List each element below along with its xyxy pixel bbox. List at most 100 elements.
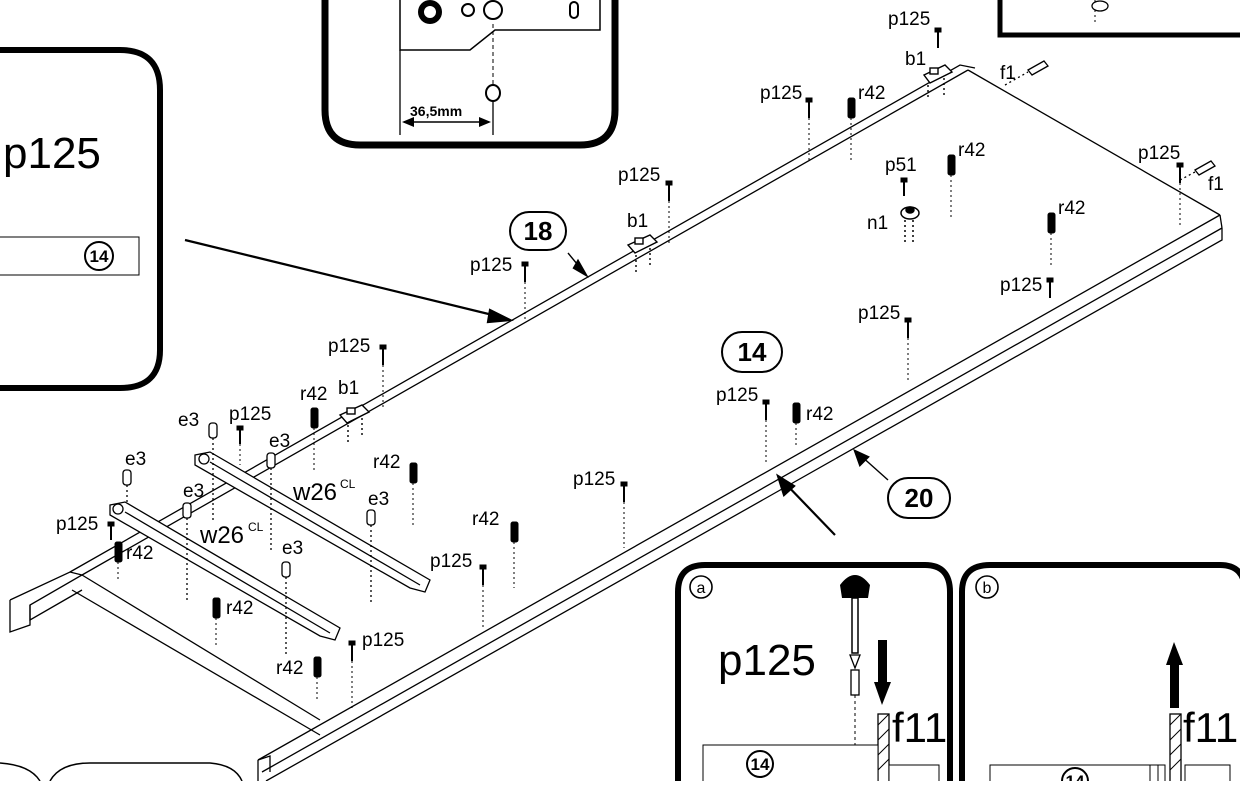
- main-panel: [9, 64, 1223, 782]
- screw-icon: [236, 425, 244, 465]
- dowel-icon: [310, 407, 319, 472]
- eccentric-icon: [122, 469, 132, 505]
- label-screw: p125: [56, 514, 98, 535]
- label-bracket: b1: [338, 378, 359, 399]
- label-screw: p125: [362, 630, 404, 651]
- label-dowel: r42: [126, 543, 153, 564]
- screw-icon: [1046, 277, 1054, 298]
- dowel-icon: [409, 462, 418, 528]
- bracket-icon: [338, 404, 371, 445]
- part-labels: p125 b1 f1 p125 r42 r42 p51 p125 f1 n1 r…: [56, 9, 1224, 679]
- dowel-icon: [212, 597, 221, 645]
- eccentrics: [122, 422, 376, 655]
- dowel-icon: [847, 97, 856, 160]
- label-runner-sup: CL: [248, 520, 264, 534]
- dowels: [114, 97, 1056, 700]
- pin-icon: [1179, 160, 1216, 181]
- label-pin: f1: [1208, 174, 1224, 195]
- label-screw: p125: [573, 469, 615, 490]
- panel-number-side-left: 18: [509, 211, 567, 251]
- runner-icon: [109, 501, 341, 641]
- brackets: [338, 64, 954, 445]
- eccentric-icon: [281, 561, 291, 655]
- pins: [1004, 60, 1216, 181]
- bracket-icon: [922, 64, 954, 100]
- label-screw: p125: [328, 336, 370, 357]
- panel-callouts: 18 14 20: [509, 211, 951, 519]
- label-dowel: r42: [958, 140, 985, 161]
- label-pin: f1: [1000, 63, 1016, 84]
- svg-text:20: 20: [905, 483, 934, 513]
- eccentric-icon: [266, 452, 276, 550]
- dowel-icon: [1047, 212, 1056, 265]
- label-dowel: r42: [373, 452, 400, 473]
- label-screw: p125: [618, 165, 660, 186]
- label-eccentric: e3: [282, 538, 303, 559]
- label-screw: p125: [760, 83, 802, 104]
- bottom-left-bubbles: [0, 762, 243, 782]
- svg-text:14: 14: [738, 337, 767, 367]
- screw-icon: [348, 640, 356, 708]
- dowel-icon: [792, 402, 801, 448]
- label-eccentric: e3: [183, 481, 204, 502]
- dowel-icon: [947, 154, 956, 218]
- screws: [107, 27, 1184, 708]
- label-dowel: r42: [472, 509, 499, 530]
- label-nut: n1: [867, 213, 888, 234]
- label-screw: p125: [229, 404, 271, 425]
- label-eccentric: e3: [269, 431, 290, 452]
- screw-icon: [934, 27, 942, 48]
- detail-b-part: f11: [1183, 704, 1238, 751]
- label-screw: p125: [430, 551, 472, 572]
- label-screw: p125: [470, 255, 512, 276]
- screw-icon: [620, 481, 628, 548]
- dowel-icon: [510, 521, 519, 588]
- label-dowel: r42: [226, 598, 253, 619]
- screw-icon: [762, 399, 770, 465]
- label-runner-sup: CL: [340, 477, 356, 491]
- detail-top-right: [997, 0, 1240, 38]
- screw-icon: [805, 97, 813, 160]
- detail-b: b f11 14: [959, 562, 1240, 786]
- detail-b-panel: 14: [1066, 772, 1085, 781]
- pin-icon: [1004, 60, 1049, 86]
- label-screw: p125: [716, 385, 758, 406]
- measurement-label: 36,5mm: [410, 103, 462, 119]
- detail-top: 36,5mm: [321, 0, 619, 149]
- detail-a-marker: a: [697, 580, 706, 597]
- detail-a-panel: 14: [751, 755, 770, 774]
- dowel-icon: [114, 541, 123, 582]
- detail-left-panel: 14: [90, 247, 109, 266]
- label-screw: p125: [1000, 275, 1042, 296]
- label-bracket: b1: [905, 49, 926, 70]
- svg-text:18: 18: [524, 216, 553, 246]
- label-runner: w26: [199, 522, 244, 549]
- leader-arrows: [184, 238, 889, 536]
- screw-icon: [379, 344, 387, 408]
- detail-left-label: p125: [3, 129, 101, 178]
- label-bracket: b1: [627, 211, 648, 232]
- screw-icon: [665, 180, 673, 245]
- label-eccentric: e3: [178, 410, 199, 431]
- label-dowel: r42: [300, 384, 327, 405]
- label-nut-screw: p51: [885, 155, 917, 176]
- detail-b-marker: b: [983, 580, 992, 597]
- label-eccentric: e3: [368, 489, 389, 510]
- label-dowel: r42: [276, 658, 303, 679]
- screw-icon: [521, 261, 529, 322]
- panel-number-front: 20: [887, 477, 951, 519]
- bracket-icon: [626, 234, 659, 275]
- detail-a-part: f11: [892, 704, 947, 751]
- label-screw: p125: [1138, 143, 1180, 164]
- detail-a-label: p125: [718, 636, 816, 685]
- label-screw: p125: [888, 9, 930, 30]
- label-runner: w26: [292, 479, 337, 506]
- screw-icon: [107, 521, 115, 540]
- dowel-icon: [313, 656, 322, 700]
- detail-left: p125 14: [0, 47, 163, 391]
- label-dowel: r42: [806, 404, 833, 425]
- detail-a: a p125 f11 14: [675, 562, 953, 786]
- eccentric-icon: [208, 422, 218, 520]
- eccentric-icon: [182, 502, 192, 600]
